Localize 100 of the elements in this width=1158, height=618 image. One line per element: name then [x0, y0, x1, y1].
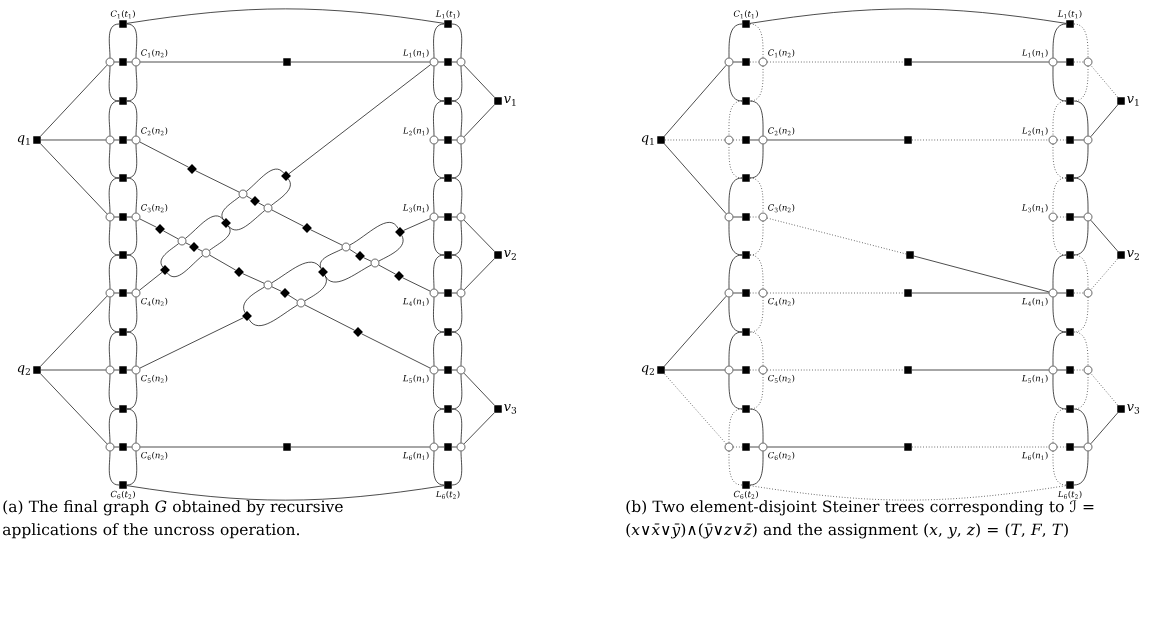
graph-edge — [664, 373, 727, 445]
graph-edge — [463, 412, 495, 445]
ellipse-arc — [1073, 177, 1089, 214]
circle-vertex — [201, 248, 211, 258]
graph-edge — [310, 229, 343, 246]
ellipse-arc — [221, 196, 240, 221]
square-vertex — [1066, 97, 1074, 105]
vertex-label: L$_{6}$(t$_{2}$) — [435, 490, 460, 499]
graph-edge — [290, 446, 431, 448]
ellipse-arc — [451, 373, 463, 410]
ellipse-arc — [126, 331, 138, 367]
ellipse-arc — [246, 168, 285, 192]
circle-vertex — [1083, 57, 1093, 67]
graph-edge — [749, 216, 760, 218]
graph-edge — [749, 446, 760, 448]
graph-edge — [749, 292, 760, 294]
ellipse-arc — [749, 100, 764, 137]
graph-edge — [195, 170, 240, 193]
ellipse-arc — [126, 254, 138, 290]
ellipse-arc — [451, 143, 463, 179]
diamond-vertex — [280, 288, 290, 298]
square-vertex — [444, 328, 452, 336]
graph-edge — [139, 446, 284, 448]
ellipse-arc — [433, 331, 445, 367]
graph-edge — [732, 61, 743, 63]
diamond-vertex — [395, 227, 405, 237]
circle-vertex — [105, 365, 115, 375]
square-vertex — [1066, 443, 1074, 451]
graph-edge — [361, 333, 431, 369]
square-vertex — [283, 443, 291, 451]
square-vertex — [742, 251, 750, 259]
diamond-vertex — [281, 171, 291, 181]
ellipse-arc — [451, 450, 463, 486]
ellipse-arc — [749, 296, 764, 333]
vertex-label: L$_{5}$(n$_{1}$) — [402, 374, 429, 383]
graph-edge — [139, 218, 157, 228]
square-vertex — [1066, 213, 1074, 221]
graph-edge — [1090, 372, 1118, 406]
ellipse-arc — [126, 450, 138, 486]
ellipse-arc — [1052, 254, 1067, 290]
graph-edge — [766, 217, 907, 255]
ellipse-arc — [728, 254, 743, 290]
square-vertex — [119, 97, 127, 105]
graph-edge — [1090, 64, 1118, 98]
square-vertex — [119, 251, 127, 259]
square-vertex — [444, 405, 452, 413]
square-vertex — [904, 136, 912, 144]
vertex-label: q$_{2}$ — [641, 365, 654, 375]
graph-edge — [1073, 292, 1085, 294]
square-vertex — [904, 289, 912, 297]
graph-edge — [911, 139, 1050, 141]
graph-edge — [113, 61, 120, 63]
graph-edge — [911, 61, 1050, 63]
graph-edge — [451, 216, 458, 218]
ellipse-arc — [451, 65, 463, 102]
square-vertex — [1066, 58, 1074, 66]
graph-edge — [1073, 139, 1085, 141]
graph-edge — [463, 64, 495, 98]
vertex-label: L$_{4}$(n$_{1}$) — [1021, 297, 1048, 306]
graph-edge — [126, 139, 133, 141]
ellipse-arc — [1073, 296, 1089, 333]
square-vertex — [119, 58, 127, 66]
graph-edge — [113, 139, 120, 141]
circle-vertex — [341, 242, 351, 252]
curved-edge — [749, 485, 1067, 501]
ellipse-arc — [433, 23, 445, 59]
graph-edge — [1056, 216, 1067, 218]
graph-edge — [732, 446, 743, 448]
vertex-label: v$_{3}$ — [504, 404, 517, 414]
ellipse-arc — [126, 65, 138, 102]
graph-edge — [139, 271, 163, 291]
graph-edge — [732, 216, 743, 218]
square-vertex — [1066, 366, 1074, 374]
square-vertex — [1066, 251, 1074, 259]
graph-edge — [258, 202, 265, 207]
square-vertex — [119, 443, 127, 451]
diamond-vertex — [318, 267, 328, 277]
graph-edge — [437, 61, 445, 63]
graph-edge — [732, 292, 743, 294]
vertex-label: L$_{1}$(n$_{1}$) — [1021, 49, 1048, 58]
circle-vertex — [456, 442, 466, 452]
ellipse-arc — [126, 220, 138, 256]
graph-edge — [242, 273, 265, 284]
square-vertex — [119, 213, 127, 221]
ellipse-arc — [108, 177, 120, 214]
graph-edge — [40, 64, 108, 137]
graph-edge — [1056, 369, 1067, 371]
vertex-label: L$_{6}$(n$_{1}$) — [402, 451, 429, 460]
graph-edge — [437, 369, 445, 371]
ellipse-arc — [749, 450, 764, 486]
circle-vertex — [1083, 365, 1093, 375]
ellipse-arc — [433, 373, 445, 410]
graph-edge — [197, 248, 203, 252]
vertex-label: C$_{6}$(n$_{2}$) — [141, 451, 168, 460]
graph-edge — [288, 64, 431, 175]
ellipse-arc — [227, 210, 265, 231]
graph-edge — [1090, 104, 1118, 138]
graph-edge — [126, 61, 133, 63]
circle-vertex — [456, 365, 466, 375]
vertex-label: v$_{2}$ — [504, 250, 516, 260]
